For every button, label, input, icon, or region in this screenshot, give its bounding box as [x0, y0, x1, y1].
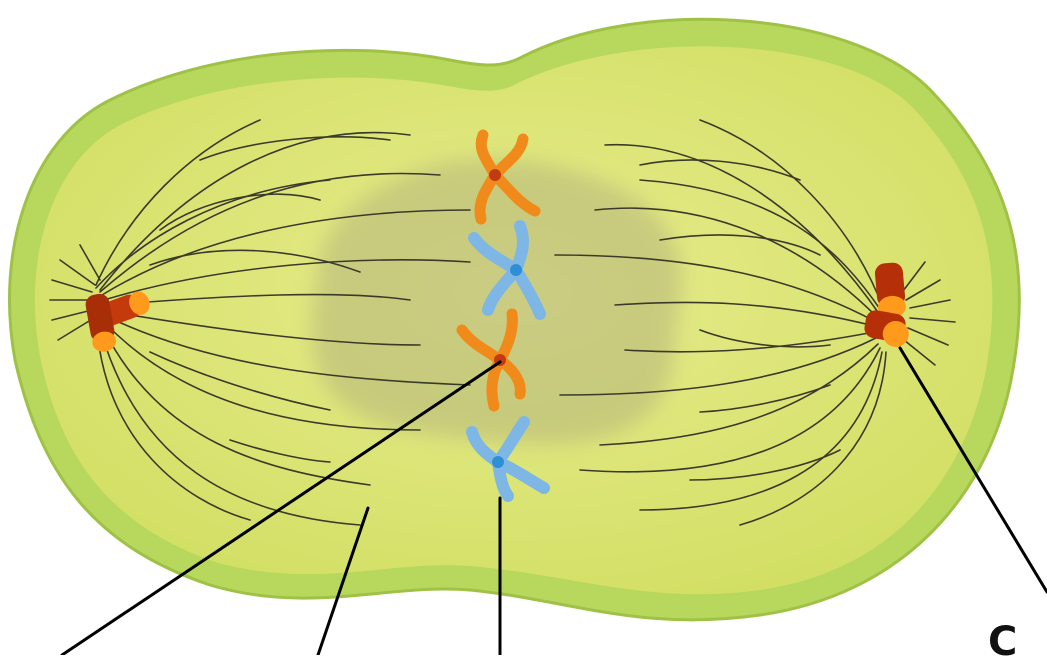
- partial-label: C: [988, 622, 1017, 662]
